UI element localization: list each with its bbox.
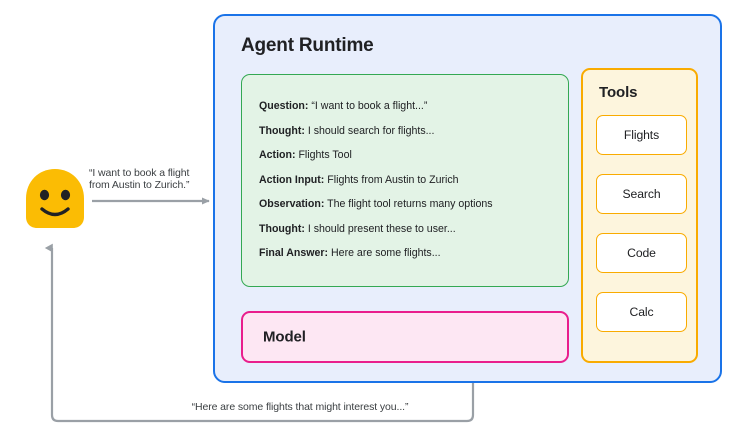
trace-line: Observation: The flight tool returns man… bbox=[259, 192, 568, 217]
request-caption: “I want to book a flight from Austin to … bbox=[89, 167, 190, 192]
trace-key: Observation: bbox=[259, 198, 325, 210]
response-caption: “Here are some flights that might intere… bbox=[191, 401, 409, 413]
trace-value: I should present these to user... bbox=[307, 222, 456, 235]
reasoning-trace-box: Question: “I want to book a flight...” T… bbox=[241, 74, 569, 287]
left-eye-icon bbox=[39, 189, 50, 201]
trace-key: Question: bbox=[259, 100, 309, 112]
right-eye-icon bbox=[60, 189, 71, 201]
trace-key: Thought: bbox=[259, 124, 305, 137]
trace-value: Here are some flights... bbox=[331, 247, 441, 259]
tools-list: Flights Search Code Calc bbox=[596, 115, 687, 332]
model-box: Model bbox=[241, 311, 569, 363]
trace-key: Final Answer: bbox=[259, 247, 329, 259]
trace-line: Thought: I should present these to user.… bbox=[259, 217, 568, 242]
tool-chip-calc[interactable]: Calc bbox=[596, 292, 687, 332]
trace-key: Action: bbox=[259, 149, 296, 161]
trace-key: Action Input: bbox=[259, 173, 325, 186]
trace-line: Thought: I should search for flights... bbox=[259, 119, 568, 144]
agent-runtime-title: Agent Runtime bbox=[241, 35, 374, 56]
tool-chip-flights[interactable]: Flights bbox=[596, 115, 687, 155]
tool-chip-search[interactable]: Search bbox=[596, 174, 687, 214]
trace-line: Action Input: Flights from Austin to Zur… bbox=[259, 168, 568, 193]
trace-value: The flight tool returns many options bbox=[327, 198, 493, 210]
trace-value: Flights from Austin to Zurich bbox=[327, 173, 459, 186]
trace-value: Flights Tool bbox=[298, 149, 352, 161]
trace-line: Question: “I want to book a flight...” bbox=[259, 94, 568, 119]
model-label: Model bbox=[263, 328, 306, 346]
user-avatar bbox=[26, 169, 84, 228]
trace-value: I should search for flights... bbox=[307, 124, 435, 137]
agent-runtime-panel: Agent Runtime Question: “I want to book … bbox=[213, 14, 722, 383]
trace-line: Final Answer: Here are some flights... bbox=[259, 241, 568, 266]
trace-value: “I want to book a flight...” bbox=[311, 100, 428, 112]
tool-chip-code[interactable]: Code bbox=[596, 233, 687, 273]
tools-panel: Tools Flights Search Code Calc bbox=[581, 68, 698, 363]
smile-icon bbox=[40, 207, 70, 217]
trace-key: Thought: bbox=[259, 222, 305, 235]
blob-face-shape bbox=[26, 169, 84, 228]
trace-line: Action: Flights Tool bbox=[259, 143, 568, 168]
tools-title: Tools bbox=[599, 84, 638, 101]
